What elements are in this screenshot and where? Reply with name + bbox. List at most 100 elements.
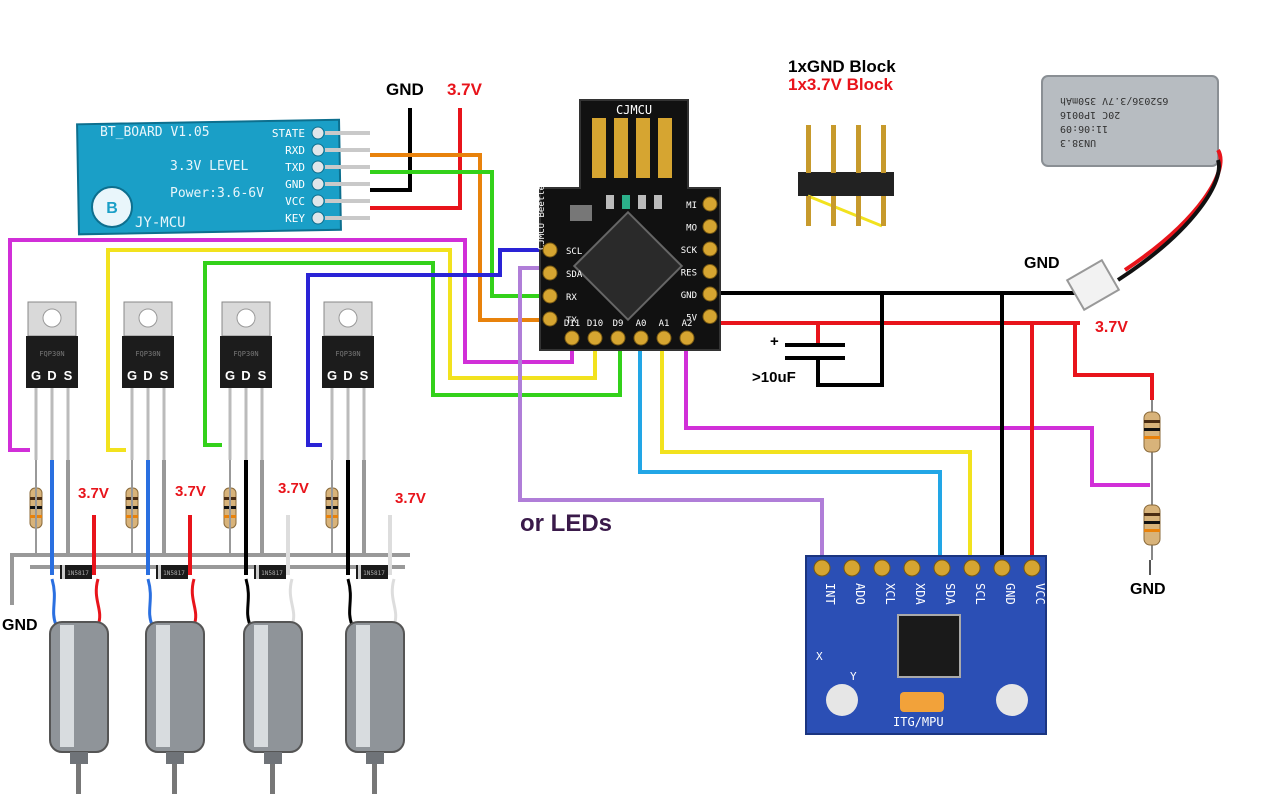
block-pin-bottom <box>831 196 836 226</box>
mosfet-body <box>220 336 272 388</box>
wire-imu-scl <box>660 340 972 560</box>
imu-pin-scl <box>963 559 981 577</box>
mosfet-pin-label: D <box>47 368 56 383</box>
bt-pin-label: TXD <box>285 161 305 174</box>
imu-pin-sda <box>933 559 951 577</box>
imu-axis-y: Y <box>850 670 857 683</box>
motor <box>49 621 109 753</box>
mosfet-marking: FQP30N <box>335 350 360 358</box>
mosfet-leg <box>260 388 264 460</box>
gnd-resistor-label: GND <box>1130 581 1166 598</box>
wire-gate-4 <box>306 248 545 447</box>
mcu-pin-label: SDA <box>566 270 583 280</box>
block-pins <box>806 125 886 226</box>
mosfet-pin-label: G <box>327 368 337 383</box>
wire-bt-vcc <box>370 108 462 210</box>
battery-text-line: 20C 1P0016 <box>1060 109 1120 120</box>
bt-pin-label: KEY <box>285 212 305 225</box>
mcu-pin-label: RX <box>566 293 577 303</box>
mcu-pin-scl <box>542 242 558 258</box>
imu-pin-vcc <box>1023 559 1041 577</box>
mcu-pin-label: A0 <box>636 319 647 329</box>
wire-bt-rxd <box>370 153 545 322</box>
mcu-pin-a1 <box>656 330 672 346</box>
mcu-pin-label: D10 <box>587 319 603 329</box>
mcu-subtitle: CJMCU Beetle <box>537 185 547 250</box>
motor <box>345 621 405 753</box>
bt-pin-leg <box>325 182 370 186</box>
mosfet-leg <box>162 388 166 460</box>
imu-pin-label: ADO <box>853 583 867 605</box>
motor <box>145 621 205 753</box>
bt-level: 3.3V LEVEL <box>170 159 248 174</box>
mcu-pin-gnd <box>702 286 718 302</box>
mcu-pin-res <box>702 264 718 279</box>
block-pin-top <box>806 125 811 173</box>
wire-a2-divider <box>684 340 1150 487</box>
wire-gate-2 <box>106 248 597 452</box>
imu-pin-label: XDA <box>913 583 927 605</box>
motor-v-label-4: 3.7V <box>395 490 426 507</box>
wire-gate-3 <box>203 261 622 447</box>
imu-pin-label: GND <box>1003 583 1017 605</box>
block-pin-top <box>881 125 886 173</box>
mosfet-pin-label: S <box>160 368 169 383</box>
mosfet-leg <box>228 388 232 460</box>
pin-header-block: 1xGND Block 1x3.7V Block <box>788 57 896 228</box>
diode-marking: 1N5817 <box>363 570 385 577</box>
wire-bt-gnd <box>370 108 412 192</box>
mosfet-pin-label: G <box>31 368 41 383</box>
mosfet-pin-label: S <box>64 368 73 383</box>
wire-imu-int <box>518 266 824 560</box>
mosfet-leg <box>34 388 38 460</box>
mosfet-pin-label: S <box>360 368 369 383</box>
wire-left-gnd-bus <box>10 553 410 605</box>
mcu-pin-a0 <box>633 330 649 346</box>
diode <box>156 565 188 579</box>
bt-pin-key <box>311 211 325 225</box>
battery-text-line: UN38.3 <box>1060 137 1096 148</box>
wire-imu-sda <box>638 340 942 560</box>
diode <box>356 565 388 579</box>
gnd-left-label: GND <box>2 617 38 634</box>
mcu-pin-label: A2 <box>682 319 693 329</box>
bt-board-name: BT_BOARD V1.05 <box>100 125 210 140</box>
diode <box>60 565 92 579</box>
battery-connector <box>1065 258 1121 312</box>
bt-pin-leg <box>325 199 370 203</box>
diode <box>254 565 286 579</box>
mcu-pin-label: SCK <box>681 246 698 256</box>
voltage-divider <box>1143 400 1161 560</box>
mcu-pin-label: MO <box>686 224 697 234</box>
mcu-pin-label: SCL <box>566 247 582 257</box>
mosfet-leg <box>146 388 150 460</box>
imu-pin-label: SCL <box>973 583 987 605</box>
mcu-pin-label: RES <box>681 269 697 279</box>
mosfet-pin-label: D <box>143 368 152 383</box>
gnd-top-label: GND <box>386 80 424 99</box>
mcu-pin-d11 <box>564 330 580 346</box>
bt-pin-leg <box>325 165 370 169</box>
mcu-pin-label: TX <box>566 316 577 326</box>
mcu-pin-rx <box>542 288 558 304</box>
bt-pin-vcc <box>311 194 325 208</box>
diode-marking: 1N5817 <box>163 570 185 577</box>
bt-pin-leg <box>325 148 370 152</box>
mosfet-body <box>322 336 374 388</box>
svg-text:B: B <box>106 200 118 217</box>
mosfet-leg <box>346 388 350 460</box>
mcu-pin-sck <box>702 241 718 257</box>
bt-pin-leg <box>325 216 370 220</box>
bt-pin-txd <box>311 160 325 174</box>
bt-pin-label: STATE <box>272 127 305 140</box>
bt-pin-state <box>311 126 325 140</box>
cap-plus-label: + <box>770 333 779 350</box>
mcu-pin-label: D11 <box>564 319 580 329</box>
mcu-pin-label: A1 <box>659 319 670 329</box>
